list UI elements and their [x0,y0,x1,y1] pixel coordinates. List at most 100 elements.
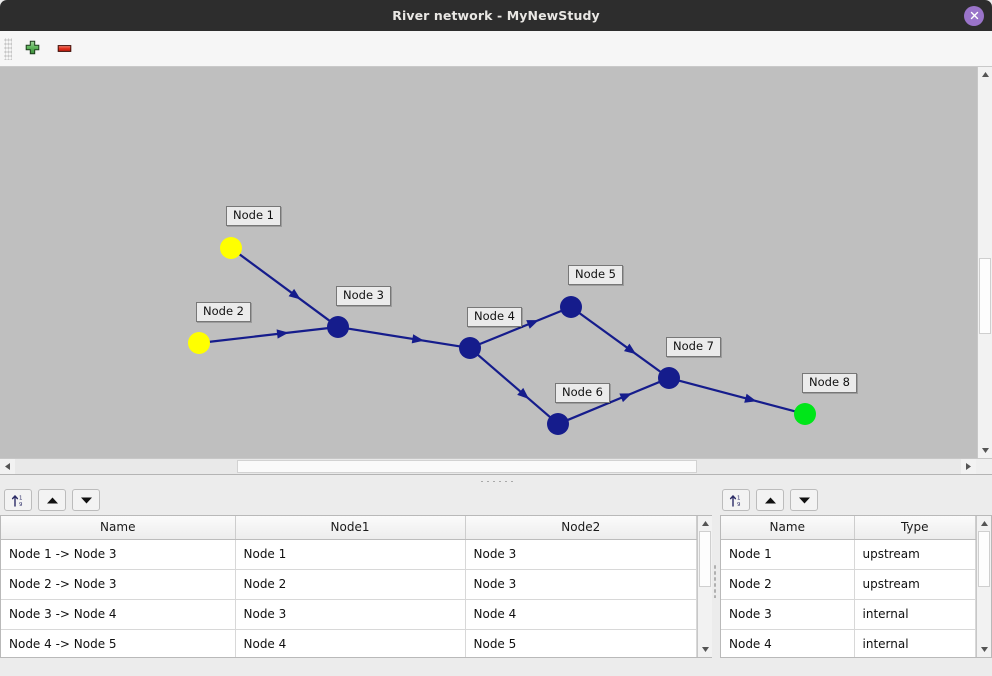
node-move-up-button[interactable] [756,489,784,511]
network-canvas-area: Node 1 Node 2 Node 3 Node 4 Node 5 Node 6 Node… [0,67,992,458]
graph-node-node-3[interactable] [327,316,349,338]
branch-vscroll-thumb[interactable] [699,531,711,587]
close-button[interactable] [964,5,984,26]
branch-move-down-button[interactable] [72,489,100,511]
branch-cell[interactable]: Node 3 [465,569,697,600]
graph-node-label[interactable]: Node 7 [666,337,721,357]
branch-column-header[interactable]: Name [1,516,236,540]
branch-column-header[interactable]: Node2 [465,516,697,540]
graph-node-label[interactable]: Node 3 [336,286,391,306]
node-scroll-down-button[interactable] [977,642,991,657]
branch-table-vertical-scrollbar[interactable] [697,516,712,657]
scroll-left-button[interactable] [0,459,15,474]
node-cell[interactable]: upstream [854,539,976,570]
chevron-down-icon [981,448,989,453]
graph-node-label[interactable]: Node 1 [226,206,281,226]
graph-edge[interactable] [678,379,796,413]
node-cell[interactable]: Node 4 [721,629,855,657]
canvas-hscroll-track[interactable] [15,459,961,474]
branch-cell[interactable]: Node 4 -> Node 5 [1,629,236,657]
title-bar: River network - MyNewStudy [0,0,992,31]
node-cell[interactable]: internal [854,599,976,630]
graph-node-node-5[interactable] [560,296,582,318]
branch-move-up-button[interactable] [38,489,66,511]
branch-cell[interactable]: Node 3 [465,539,697,570]
branch-cell[interactable]: Node 1 [235,539,466,570]
graph-node-node-1[interactable] [220,237,242,259]
graph-node-node-7[interactable] [658,367,680,389]
horizontal-splitter[interactable] [712,485,718,676]
graph-edge[interactable] [476,353,552,419]
node-cell[interactable]: Node 1 [721,539,855,570]
branch-scroll-up-button[interactable] [698,516,712,531]
node-cell[interactable]: Node 2 [721,569,855,600]
branch-sort-button[interactable]: 1 9 [4,489,32,511]
graph-edge[interactable] [578,311,662,374]
node-column-header[interactable]: Name [721,516,855,540]
graph-edge[interactable] [566,380,661,422]
scroll-right-button[interactable] [961,459,976,474]
scroll-down-button[interactable] [978,443,992,458]
branch-cell[interactable]: Node 3 [235,599,466,630]
node-move-down-button[interactable] [790,489,818,511]
branch-column-header[interactable]: Node1 [235,516,466,540]
graph-edge[interactable] [208,327,329,343]
node-sort-button[interactable]: 1 9 [722,489,750,511]
graph-node-node-2[interactable] [188,332,210,354]
graph-node-label[interactable]: Node 2 [196,302,251,322]
canvas-vscroll-thumb[interactable] [979,258,991,334]
node-cell[interactable]: internal [854,629,976,657]
toolbar-drag-handle[interactable] [4,37,12,60]
sort-ascending-icon: 1 9 [729,494,741,508]
graph-edge[interactable] [238,253,331,322]
branch-cell[interactable]: Node 5 [465,629,697,657]
graph-edge[interactable] [347,327,461,348]
canvas-vertical-scrollbar[interactable] [977,67,992,458]
branch-cell[interactable]: Node 2 [235,569,466,600]
graph-node-label[interactable]: Node 6 [555,383,610,403]
graph-node-node-4[interactable] [459,337,481,359]
branch-cell[interactable]: Node 3 -> Node 4 [1,599,236,630]
network-graph-canvas[interactable]: Node 1 Node 2 Node 3 Node 4 Node 5 Node 6 Node… [0,67,977,458]
add-node-button[interactable] [16,34,48,64]
node-vscroll-thumb[interactable] [978,531,990,587]
edge-direction-arrow-icon [623,343,637,355]
node-panel-toolbar: 1 9 [718,485,992,515]
canvas-vscroll-track[interactable] [978,82,992,443]
graph-node-node-6[interactable] [547,413,569,435]
node-scroll-up-button[interactable] [977,516,991,531]
branch-cell[interactable]: Node 2 -> Node 3 [1,569,236,600]
vertical-splitter[interactable] [0,474,992,485]
canvas-horizontal-scrollbar[interactable] [0,458,992,474]
remove-node-button[interactable] [48,34,80,64]
graph-edge[interactable] [478,309,563,346]
node-cell[interactable]: upstream [854,569,976,600]
graph-node-label[interactable]: Node 4 [467,307,522,327]
branch-vscroll-track[interactable] [698,531,712,642]
branch-scroll-down-button[interactable] [698,642,712,657]
node-table-vertical-scrollbar[interactable] [976,516,991,657]
graph-node-label[interactable]: Node 5 [568,265,623,285]
graph-node-node-8[interactable] [794,403,816,425]
node-vscroll-track[interactable] [977,531,991,642]
node-column-header[interactable]: Type [854,516,976,540]
graph-nodes [188,237,816,435]
canvas-hscroll-thumb[interactable] [237,460,697,473]
scroll-up-button[interactable] [978,67,992,82]
branch-cell[interactable]: Node 1 -> Node 3 [1,539,236,570]
branch-cell[interactable]: Node 4 [465,599,697,630]
graph-node-label[interactable]: Node 8 [802,373,857,393]
node-cell[interactable]: Node 3 [721,599,855,630]
branch-cell[interactable]: Node 4 [235,629,466,657]
